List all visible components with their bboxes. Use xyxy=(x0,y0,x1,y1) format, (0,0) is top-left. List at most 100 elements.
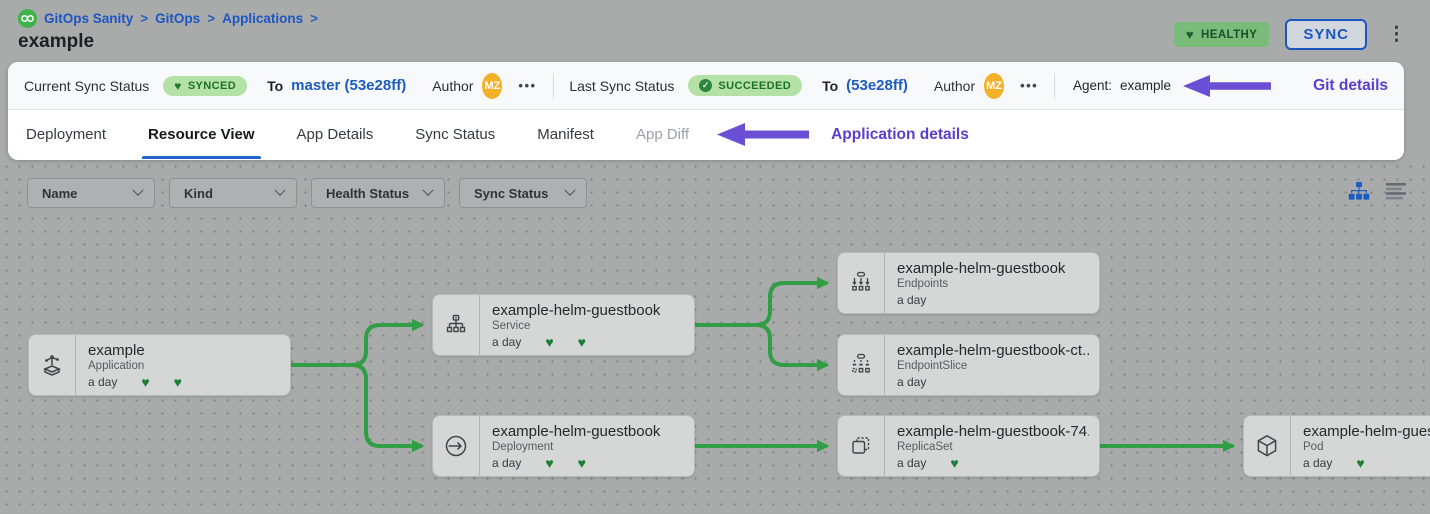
tab-manifest[interactable]: Manifest xyxy=(537,126,594,143)
current-to-label: To xyxy=(267,77,284,94)
health-status-filter-label: Health Status xyxy=(326,185,410,201)
app-header-panel: Current Sync Status ♥ SYNCED To master (… xyxy=(8,62,1404,160)
last-more-button[interactable]: ••• xyxy=(1020,78,1039,93)
node-title: example-helm-guestbook xyxy=(492,301,661,319)
node-age: a day xyxy=(897,455,927,470)
node-application-example[interactable]: example Application a day ♥ ♥ xyxy=(28,334,291,396)
breadcrumb-applications[interactable]: Applications xyxy=(222,11,304,26)
last-to-label: To xyxy=(822,77,839,94)
sync-status-filter-dropdown[interactable]: Sync Status xyxy=(459,178,587,208)
node-endpointslice-example-helm-guestbook[interactable]: example-helm-guestbook-ct... EndpointSli… xyxy=(837,334,1100,396)
name-filter-dropdown[interactable]: Name xyxy=(27,178,155,208)
last-sync-status-label: Last Sync Status xyxy=(569,77,675,94)
agent-label: Agent: xyxy=(1073,78,1113,93)
current-author-label: Author xyxy=(432,77,474,94)
git-details-annotation: Git details xyxy=(1313,76,1388,94)
kebab-menu-icon[interactable]: ⋮ xyxy=(1387,24,1406,45)
breadcrumb-project[interactable]: GitOps Sanity xyxy=(44,11,134,26)
deployment-icon xyxy=(433,416,479,476)
current-revision-link[interactable]: master (53e28ff) xyxy=(291,77,407,94)
agent-value: example xyxy=(1120,78,1172,93)
health-heart-icon: ♥ xyxy=(173,373,182,390)
node-service-example-helm-guestbook[interactable]: example-helm-guestbook Service a day ♥ ♥ xyxy=(432,294,695,356)
agent-info: Agent: example xyxy=(1073,78,1171,93)
heart-icon: ♥ xyxy=(1185,27,1195,42)
filter-bar: Name Kind Health Status Sync Status xyxy=(27,178,587,208)
breadcrumb: GitOps Sanity > GitOps > Applications > xyxy=(18,9,318,28)
tab-app-diff[interactable]: App Diff xyxy=(635,126,690,143)
header-actions: ♥ HEALTHY SYNC ⋮ xyxy=(1173,19,1410,50)
health-status-filter-dropdown[interactable]: Health Status xyxy=(311,178,445,208)
kind-filter-label: Kind xyxy=(184,185,213,201)
node-kind: Deployment xyxy=(492,440,554,453)
name-filter-label: Name xyxy=(42,185,78,201)
chevron-down-icon xyxy=(422,184,434,196)
node-age: a day xyxy=(897,292,927,307)
node-title: example-helm-guestbook xyxy=(492,422,661,440)
tab-sync-status[interactable]: Sync Status xyxy=(415,126,496,143)
pod-icon xyxy=(1244,416,1290,476)
endpoints-icon xyxy=(838,253,884,313)
check-circle-icon: ✓ xyxy=(699,79,713,92)
node-title: example xyxy=(88,341,145,359)
tab-deployment[interactable]: Deployment xyxy=(26,126,107,143)
synced-badge-label: SYNCED xyxy=(187,79,237,92)
node-age: a day xyxy=(1303,455,1333,470)
breadcrumb-separator: > xyxy=(310,11,318,26)
succeeded-badge: ✓ SUCCEEDED xyxy=(688,75,803,96)
node-age: a day xyxy=(897,374,927,389)
health-heart-icon: ♥ xyxy=(545,454,554,471)
breadcrumb-separator: > xyxy=(140,11,149,26)
last-author-label: Author xyxy=(933,77,976,94)
view-toggles xyxy=(1348,181,1406,202)
application-icon xyxy=(29,335,75,395)
resource-tree-edges xyxy=(291,276,1236,453)
node-age: a day xyxy=(88,374,118,389)
tree-view-icon[interactable] xyxy=(1348,181,1370,202)
last-revision-link[interactable]: (53e28ff) xyxy=(846,77,908,94)
synced-badge: ♥ SYNCED xyxy=(163,75,248,96)
tab-app-details[interactable]: App Details xyxy=(296,126,374,143)
node-kind: Application xyxy=(88,359,145,372)
service-icon xyxy=(433,295,479,355)
heart-icon: ♥ xyxy=(174,78,182,93)
git-details-arrow xyxy=(1183,74,1272,97)
node-replicaset-example-helm-guestbook[interactable]: example-helm-guestbook-74... ReplicaSet … xyxy=(837,415,1100,477)
endpointslice-icon xyxy=(838,335,884,395)
node-title: example-helm-guestbook-ct... xyxy=(897,341,1089,359)
breadcrumb-separator: > xyxy=(207,11,216,26)
node-pod-example-helm-guestbook[interactable]: example-helm-guest Pod a day ♥ xyxy=(1243,415,1430,477)
node-kind: Pod xyxy=(1303,440,1324,453)
chevron-down-icon xyxy=(132,184,144,196)
succeeded-badge-label: SUCCEEDED xyxy=(718,79,792,92)
gitops-logo-icon xyxy=(18,9,37,28)
breadcrumb-gitops[interactable]: GitOps xyxy=(155,11,201,26)
chevron-down-icon xyxy=(274,184,286,196)
sync-button[interactable]: SYNC xyxy=(1285,19,1367,50)
replicaset-icon xyxy=(838,416,884,476)
node-age: a day xyxy=(492,334,522,349)
divider xyxy=(552,72,554,99)
health-badge-label: HEALTHY xyxy=(1201,28,1258,41)
chevron-down-icon xyxy=(564,184,576,196)
health-heart-icon: ♥ xyxy=(577,454,586,471)
tab-resource-view[interactable]: Resource View xyxy=(142,110,261,159)
node-kind: Service xyxy=(492,319,531,332)
node-age: a day xyxy=(492,455,522,470)
node-title: example-helm-guestbook-74... xyxy=(897,422,1089,440)
sync-status-bar: Current Sync Status ♥ SYNCED To master (… xyxy=(8,62,1404,110)
sync-status-filter-label: Sync Status xyxy=(474,185,549,201)
avatar: MZ xyxy=(984,72,1005,99)
node-kind: ReplicaSet xyxy=(897,440,953,453)
current-more-button[interactable]: ••• xyxy=(518,78,537,93)
app-tabs: Deployment Resource View App Details Syn… xyxy=(8,110,1404,159)
node-endpoints-example-helm-guestbook[interactable]: example-helm-guestbook Endpoints a day xyxy=(837,252,1100,314)
node-deployment-example-helm-guestbook[interactable]: example-helm-guestbook Deployment a day … xyxy=(432,415,695,477)
application-details-arrow xyxy=(717,123,810,146)
health-heart-icon: ♥ xyxy=(577,333,586,350)
node-kind: Endpoints xyxy=(897,277,949,290)
kind-filter-dropdown[interactable]: Kind xyxy=(169,178,297,208)
list-view-icon[interactable] xyxy=(1386,182,1406,201)
health-heart-icon: ♥ xyxy=(1356,454,1365,471)
current-sync-status-label: Current Sync Status xyxy=(24,77,150,94)
